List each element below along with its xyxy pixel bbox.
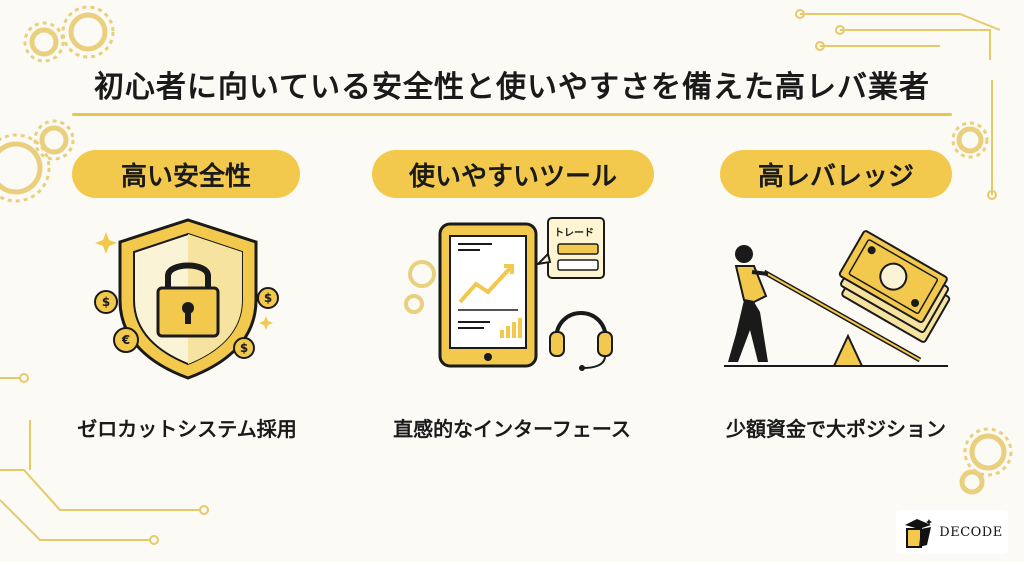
feature-heading-tools: 使いやすいツール xyxy=(372,150,654,198)
logo-mark-icon xyxy=(905,519,933,548)
svg-text:$: $ xyxy=(240,341,248,355)
feature-heading-safety: 高い安全性 xyxy=(72,150,300,198)
tablet-chart-icon: トレード xyxy=(404,217,613,371)
title-underline xyxy=(72,113,952,116)
logo-text: DECODE xyxy=(939,524,1003,540)
decode-logo: DECODE xyxy=(896,510,1008,554)
svg-text:$: $ xyxy=(102,295,110,309)
feature-caption-safety: ゼロカットシステム採用 xyxy=(77,417,297,441)
page-title: 初心者に向いている安全性と使いやすさを備えた高レバ業者 xyxy=(93,70,931,105)
leverage-money-icon xyxy=(724,230,951,367)
bubble-label: トレード xyxy=(554,227,594,239)
svg-text:€: € xyxy=(121,333,130,347)
svg-text:$: $ xyxy=(264,291,272,305)
feature-heading-leverage: 高レバレッジ xyxy=(720,150,952,198)
feature-caption-tools: 直感的なインターフェース xyxy=(393,417,631,441)
feature-caption-leverage: 少額資金で大ポジション xyxy=(726,417,946,441)
shield-lock-icon: $ $ € $ xyxy=(94,218,279,380)
